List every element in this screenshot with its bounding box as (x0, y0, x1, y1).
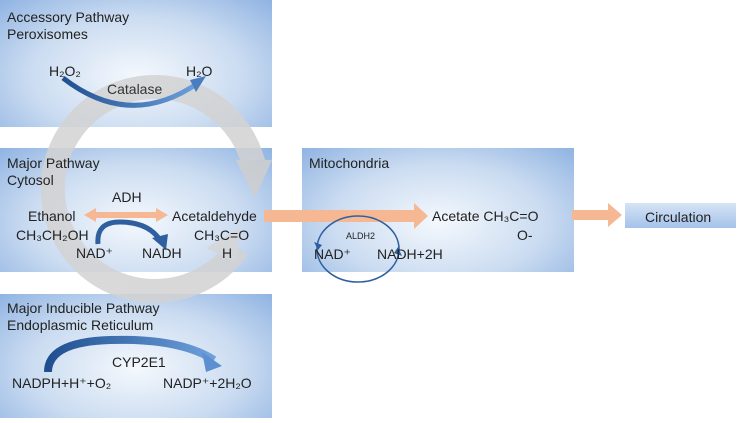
mito-nadh-label: NADH+2H (377, 246, 443, 262)
cyp2e1-label: CYP2E1 (112, 354, 166, 370)
ethanol-label: Ethanol (28, 208, 76, 224)
cyp2e1-arrow (44, 335, 222, 373)
er-title-line1: Major Inducible Pathway (7, 300, 160, 316)
er-title-line2: Endoplasmic Reticulum (7, 317, 154, 333)
acetaldehyde-label: Acetaldehyde (172, 208, 257, 224)
acetate-label: Acetate CH₃C=O (432, 208, 539, 224)
circulation-box (625, 203, 736, 228)
ethanol-formula: CH₃CH₂OH (16, 227, 89, 243)
h2o-label: H₂O (186, 63, 213, 79)
mitochondria-title: Mitochondria (309, 155, 390, 171)
acetate-o-label: O- (517, 227, 533, 243)
er-panel (0, 294, 272, 418)
h2o2-label: H₂O₂ (49, 63, 81, 79)
circulation-label: Circulation (645, 209, 712, 225)
nad-label: NAD⁺ (76, 245, 113, 261)
adh-label: ADH (112, 189, 142, 205)
nadh-label: NADH (142, 245, 182, 261)
aldh2-label: ALDH2 (346, 231, 376, 241)
cytosol-title-line1: Major Pathway (7, 155, 100, 171)
acetaldehyde-h: H (222, 245, 233, 261)
peroxisome-title-line2: Peroxisomes (7, 26, 88, 42)
nad-nadh-arrow (95, 219, 168, 250)
peroxisome-title-line1: Accessory Pathway (7, 9, 130, 25)
acetaldehyde-formula: CH₃C=O (194, 227, 250, 243)
gray-cycle-arrow (40, 75, 272, 303)
er-left-label: NADPH+H⁺+O₂ (12, 375, 112, 391)
acetaldehyde-acetate-arrow (264, 203, 428, 229)
acetate-circulation-arrow (572, 203, 622, 227)
aldh2-cycle (314, 215, 402, 283)
er-right-label: NADP⁺+2H₂O (163, 375, 252, 391)
catalase-label: Catalase (107, 81, 163, 97)
ethanol-acetaldehyde-arrow (84, 208, 168, 222)
catalase-arrow (61, 76, 206, 108)
mito-nad-label: NAD⁺ (314, 246, 351, 262)
cytosol-title-line2: Cytosol (7, 172, 54, 188)
